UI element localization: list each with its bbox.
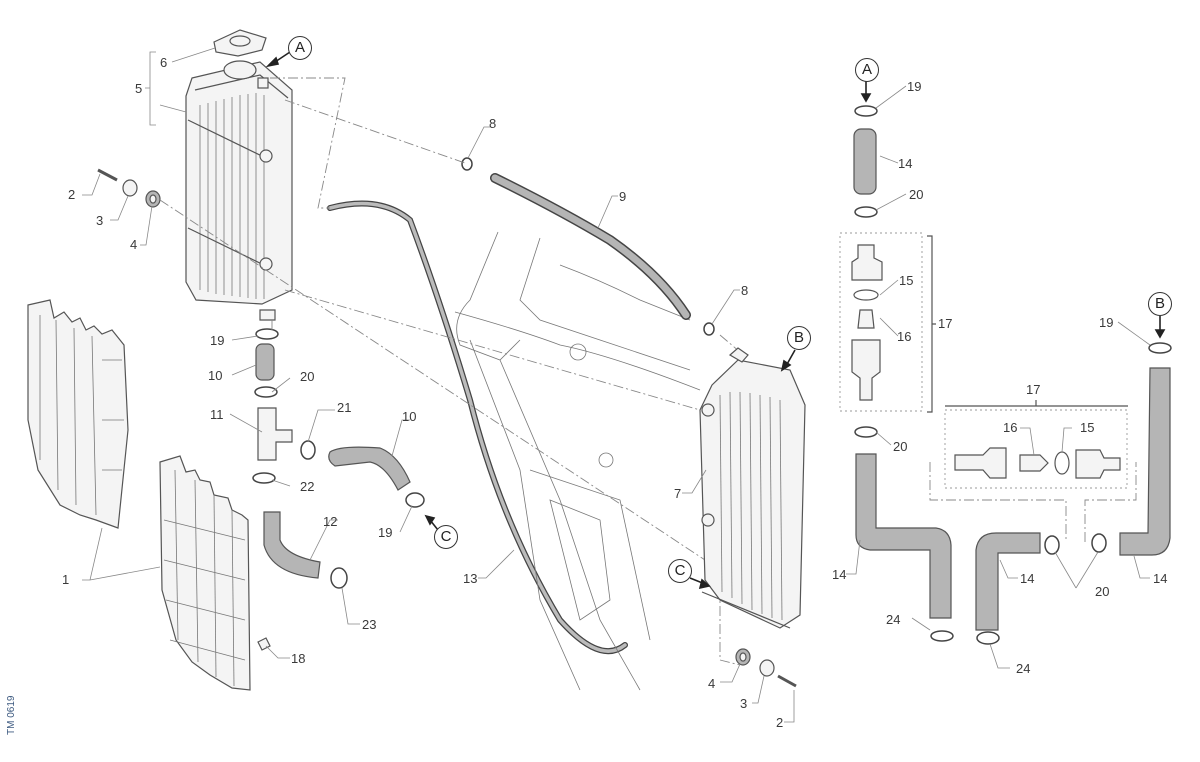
part-label: 8	[489, 116, 497, 131]
part-label: 4	[130, 237, 138, 252]
assembly-lines	[159, 77, 741, 666]
part-label: 6	[160, 55, 168, 70]
part-label: 24	[886, 612, 901, 627]
part-label: 19	[378, 525, 393, 540]
frame-outline	[454, 231, 701, 691]
thermostat-vertical	[839, 105, 954, 642]
part-label: 15	[899, 273, 914, 288]
part-label: 20	[1095, 584, 1110, 599]
part-label: 10	[402, 409, 417, 424]
radiator-guard-lower	[159, 455, 271, 691]
part-label: 17	[938, 316, 953, 331]
left-hose-stack	[252, 328, 425, 589]
part-label: 2	[776, 715, 784, 730]
part-label: 2	[68, 187, 76, 202]
connecting-hose	[490, 173, 691, 320]
part-label: 3	[96, 213, 104, 228]
part-label: 16	[1003, 420, 1018, 435]
part-label: 7	[674, 486, 682, 501]
part-label: 23	[362, 617, 377, 632]
part-label: 20	[300, 369, 315, 384]
callout-b-right: B	[1148, 292, 1172, 316]
part-label: 14	[898, 156, 913, 171]
radiator-cap	[213, 29, 267, 57]
part-label: 16	[897, 329, 912, 344]
thermostat-horizontal	[929, 400, 1137, 542]
part-label: 12	[323, 514, 338, 529]
callout-b-left: B	[787, 326, 811, 350]
part-label: 5	[135, 81, 143, 96]
part-label: 14	[1020, 571, 1035, 586]
part-label: 13	[463, 571, 478, 586]
part-label: 19	[1099, 315, 1114, 330]
part-label: 17	[1026, 382, 1041, 397]
part-label: 14	[1153, 571, 1168, 586]
part-label: 21	[337, 400, 352, 415]
elbow-hoses	[975, 342, 1172, 645]
part-label: 22	[300, 479, 315, 494]
callout-arrows	[265, 51, 1166, 590]
right-mount-hardware	[735, 648, 797, 688]
callout-c-right: C	[668, 559, 692, 583]
part-label: 9	[619, 189, 627, 204]
part-label: 4	[708, 676, 716, 691]
left-mount-hardware	[97, 168, 161, 208]
part-label: 20	[909, 187, 924, 202]
part-label: 10	[208, 368, 223, 383]
part-label: 8	[741, 283, 749, 298]
left-radiator	[185, 60, 293, 321]
part-label: 3	[740, 696, 748, 711]
part-label: 24	[1016, 661, 1031, 676]
part-label: 11	[210, 407, 224, 422]
right-radiator	[699, 347, 806, 629]
callout-a-right: A	[855, 58, 879, 82]
part-label: 15	[1080, 420, 1095, 435]
radiator-guard-upper	[27, 299, 129, 529]
part-label: 19	[907, 79, 922, 94]
part-label: 19	[210, 333, 225, 348]
part-label: 14	[832, 567, 847, 582]
part-label: 18	[291, 651, 306, 666]
callout-a-left: A	[288, 36, 312, 60]
drawing-code: TM 0619	[6, 695, 17, 735]
callout-c-left: C	[434, 525, 458, 549]
part-label: 20	[893, 439, 908, 454]
leader-lines	[82, 47, 1151, 723]
part-label: 1	[62, 572, 70, 587]
